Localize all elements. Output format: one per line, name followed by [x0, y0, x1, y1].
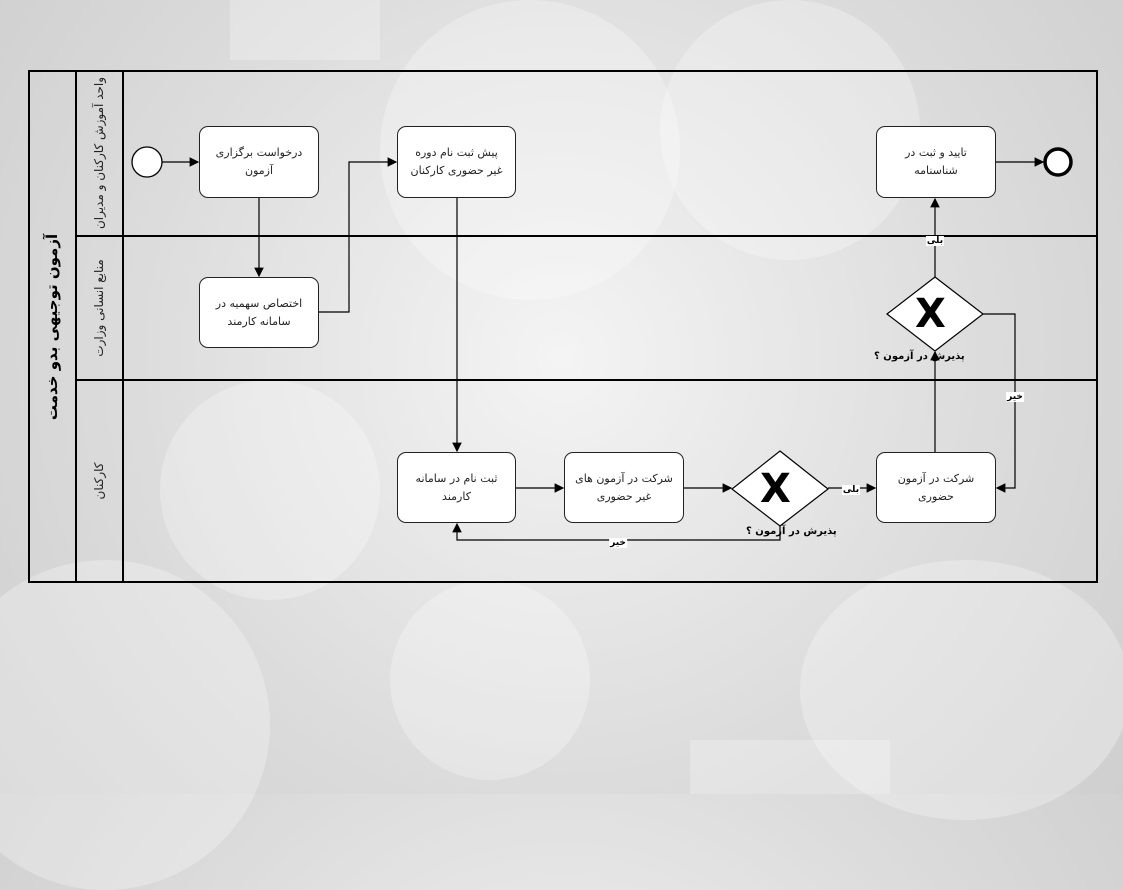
lane-divider	[76, 235, 1098, 237]
task-request-exam[interactable]: درخواست برگزاری آزمون	[199, 126, 319, 198]
gateway-inperson-exam	[886, 276, 984, 352]
lane-header-divider	[122, 70, 124, 583]
task-assign-quota[interactable]: اختصاص سهمیه در سامانه کارمند	[199, 277, 319, 348]
pool	[28, 70, 1098, 583]
exclusive-gateway-icon: X	[915, 291, 946, 337]
flow-label-no: خیر	[1006, 392, 1024, 402]
task-approve[interactable]: تایید و ثبت در شناسنامه	[876, 126, 996, 198]
gateway-label: پذیرش در آزمون ؟	[746, 526, 837, 537]
gateway-online-exam	[731, 450, 829, 527]
flow-label-yes: بلی	[841, 485, 861, 495]
start-event	[131, 146, 163, 178]
exclusive-gateway-icon: X	[760, 466, 791, 512]
connectors	[131, 146, 1073, 541]
task-preregister[interactable]: پیش ثبت نام دوره غیر حضوری کارکنان	[397, 126, 516, 198]
flow-label-no: خیر	[609, 538, 627, 548]
flow-label-yes: بلی	[925, 236, 945, 246]
task-online-exam[interactable]: شرکت در آزمون های غیر حضوری	[564, 452, 684, 523]
pool-header-divider	[75, 70, 77, 583]
task-register[interactable]: ثبت نام در سامانه کارمند	[397, 452, 516, 523]
gateway-label: پذیرش در آزمون ؟	[874, 351, 965, 362]
task-inperson-exam[interactable]: شرکت در آزمون حضوری	[876, 452, 996, 523]
lane-divider	[76, 379, 1098, 381]
end-event	[1043, 147, 1073, 177]
